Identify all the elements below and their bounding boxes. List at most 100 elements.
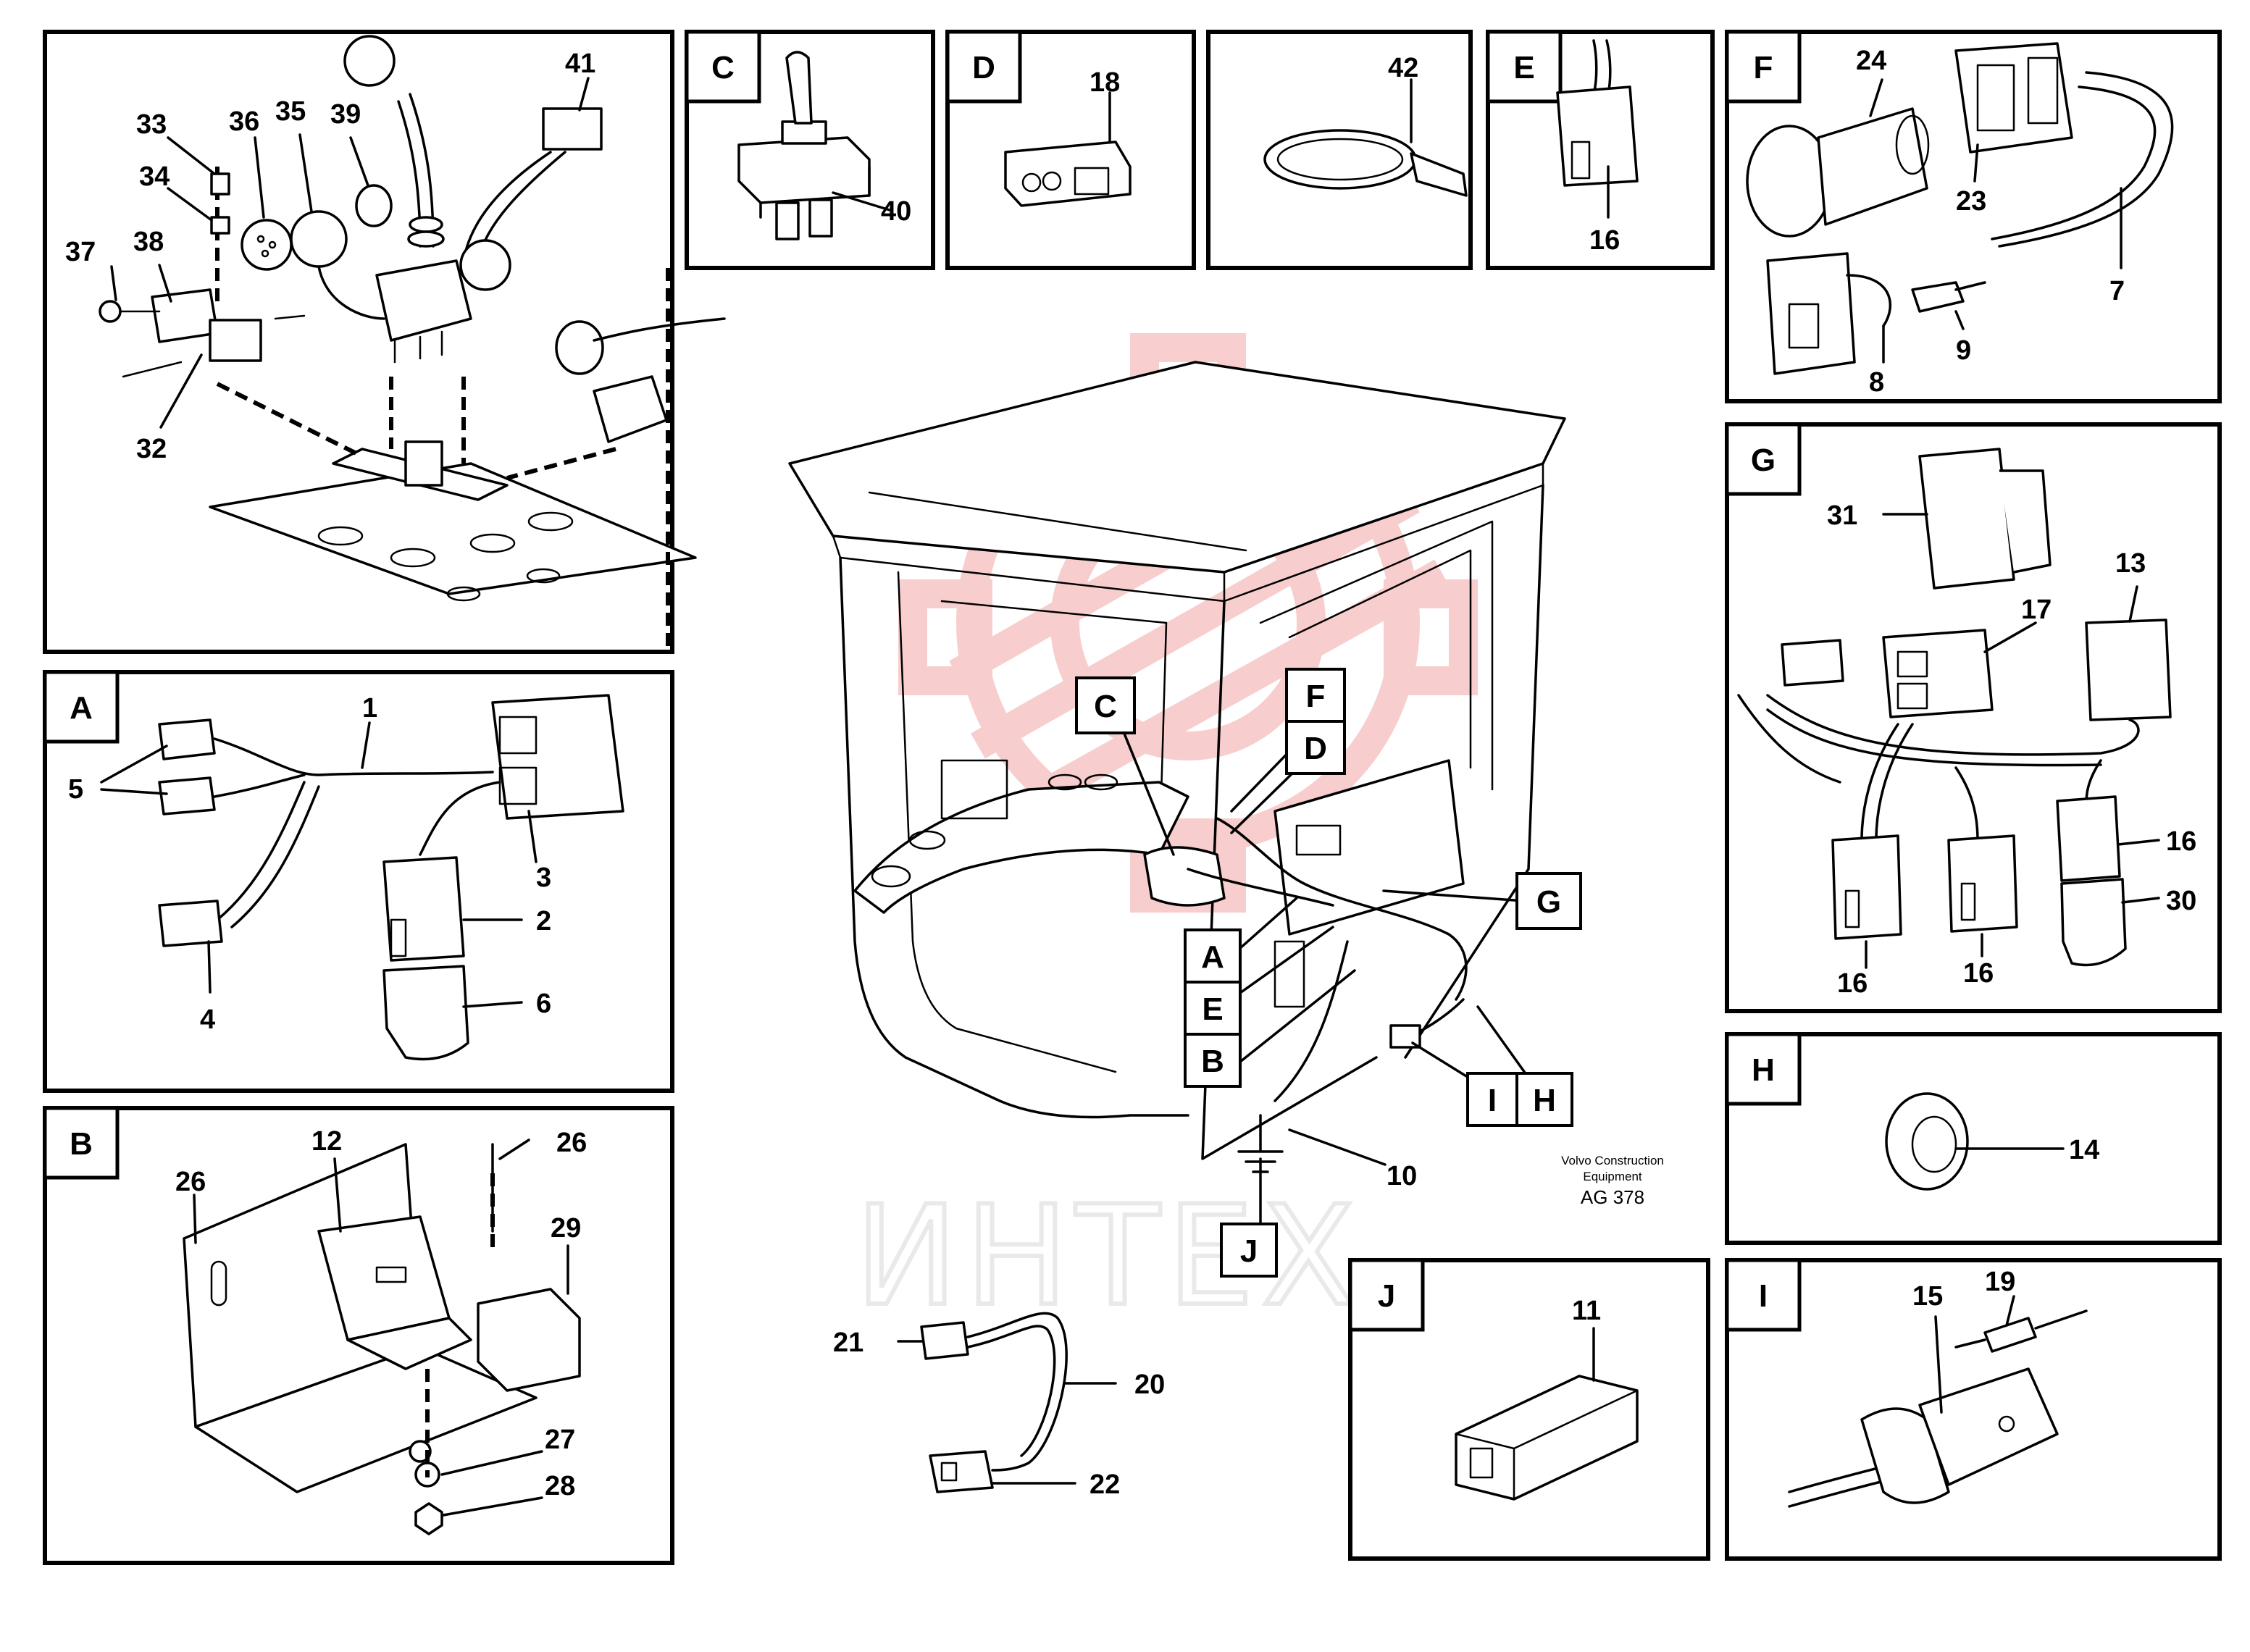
svg-text:F: F [1306, 679, 1326, 714]
disc-35 [290, 210, 348, 268]
connector-13 [2085, 619, 2172, 721]
label-24: 24 [1856, 46, 1886, 76]
panel-letter-a: A [43, 670, 120, 744]
diode-19 [1983, 1317, 2037, 1353]
connector-16-g-left [1831, 834, 1902, 940]
callout-d: D [1285, 720, 1346, 775]
screw-37 [99, 300, 122, 323]
panel-frame-h [1725, 1032, 2222, 1245]
label-30: 30 [2166, 886, 2196, 916]
connector-5-upper [158, 718, 216, 760]
toggle-lever [785, 51, 813, 125]
svg-text:H: H [1533, 1083, 1556, 1118]
panel-letter-f: F [1725, 30, 1802, 104]
terminal-9 [1911, 281, 1965, 313]
connector-2 [382, 856, 465, 962]
caption-line2: Equipment [1583, 1170, 1642, 1183]
panel-b-content: 26 12 26 29 27 28 [175, 1126, 587, 1535]
label-15: 15 [1912, 1281, 1943, 1312]
panel-g-content: 31 13 17 16 30 16 16 [1737, 448, 2196, 999]
disc-36 [241, 219, 293, 271]
label-20: 20 [1134, 1370, 1165, 1400]
nut-28 [414, 1502, 443, 1535]
label-41: 41 [565, 49, 595, 79]
label-21: 21 [833, 1328, 863, 1358]
label-9: 9 [1956, 335, 1971, 366]
panel-e-content: 16 [1556, 39, 1639, 256]
svg-text:E: E [1202, 991, 1223, 1027]
label-8: 8 [1869, 367, 1884, 398]
panel-letter-i: I [1725, 1258, 1802, 1332]
label-29: 29 [551, 1213, 581, 1244]
label-26: 26 [556, 1128, 587, 1158]
svg-text:J: J [1240, 1233, 1258, 1269]
sensor-15 [1860, 1407, 1950, 1504]
panel-frame-e [1486, 30, 1715, 270]
caption-line1: Volvo Construction [1561, 1154, 1664, 1167]
connector-4 [158, 900, 223, 947]
plug-21 [920, 1321, 969, 1360]
lever-switch-body [375, 259, 472, 342]
label-12: 12 [311, 1126, 342, 1157]
mounting-plate [209, 462, 697, 595]
svg-text:I: I [1488, 1083, 1497, 1118]
wire-7 [1998, 71, 2174, 248]
svg-text:B: B [1201, 1044, 1224, 1079]
svg-text:C: C [1094, 689, 1117, 724]
side-bracket [593, 375, 668, 443]
label-13: 13 [2115, 548, 2146, 579]
panel-frame-d [945, 30, 1196, 270]
label-32: 32 [136, 434, 167, 464]
panel-i-content: 15 19 [1788, 1267, 2088, 1508]
label-42: 42 [1388, 53, 1418, 83]
connector-11 [1455, 1375, 1639, 1501]
svg-text:J: J [1378, 1278, 1395, 1314]
label-19: 19 [1985, 1267, 2015, 1297]
panel-a-content: 1 5 3 2 4 6 [68, 693, 624, 1061]
svg-text:A: A [70, 690, 93, 726]
plug-side [555, 320, 604, 375]
plug-22 [929, 1450, 994, 1493]
connector-41 [542, 107, 603, 151]
panel-j-content: 11 [1455, 1296, 1639, 1501]
bushing-39 [355, 184, 393, 227]
panel-clip-content: 42 [1263, 53, 1468, 197]
holder-8 [1766, 252, 1856, 375]
connector-17 [1882, 629, 1994, 718]
label-34: 34 [139, 162, 170, 192]
panel-letter-b: B [43, 1106, 120, 1180]
callout-e: E [1184, 981, 1242, 1036]
label-33: 33 [136, 109, 167, 140]
dashboard [853, 781, 1189, 914]
panel-frame-j [1348, 1258, 1710, 1561]
washer-34 [210, 216, 230, 235]
label-18: 18 [1090, 67, 1120, 98]
label-11: 11 [1572, 1296, 1601, 1326]
relay-6 [382, 965, 469, 1061]
label-6: 6 [536, 989, 551, 1019]
callout-g: G [1515, 872, 1582, 930]
connector-3 [491, 694, 624, 820]
label-23: 23 [1956, 186, 1986, 217]
label-35: 35 [275, 96, 306, 127]
panel-d-content: 18 [1004, 67, 1132, 207]
ground-symbol [1237, 1114, 1284, 1173]
bracket-post [404, 440, 443, 487]
panel-frame-g [1725, 422, 2222, 1013]
label-31: 31 [1827, 500, 1857, 531]
panel-letter-d: D [945, 30, 1022, 104]
svg-text:H: H [1752, 1052, 1775, 1088]
label-16-g-right: 16 [2166, 826, 2196, 857]
label-16-g-mid: 16 [1963, 958, 1994, 989]
label-5: 5 [68, 774, 83, 805]
connector-16-g-mid [1947, 834, 2018, 933]
label-2: 2 [536, 906, 551, 936]
panel-letter-c: C [685, 30, 761, 104]
spring-33 [210, 172, 230, 196]
panel-frame-i [1725, 1258, 2222, 1561]
diagram-caption: Volvo Construction Equipment AG 378 [1561, 1154, 1664, 1208]
panel-frame-f [1725, 30, 2222, 403]
svg-text:D: D [972, 50, 995, 85]
panel-letter-g: G [1725, 422, 1802, 496]
svg-text:F: F [1754, 50, 1773, 85]
